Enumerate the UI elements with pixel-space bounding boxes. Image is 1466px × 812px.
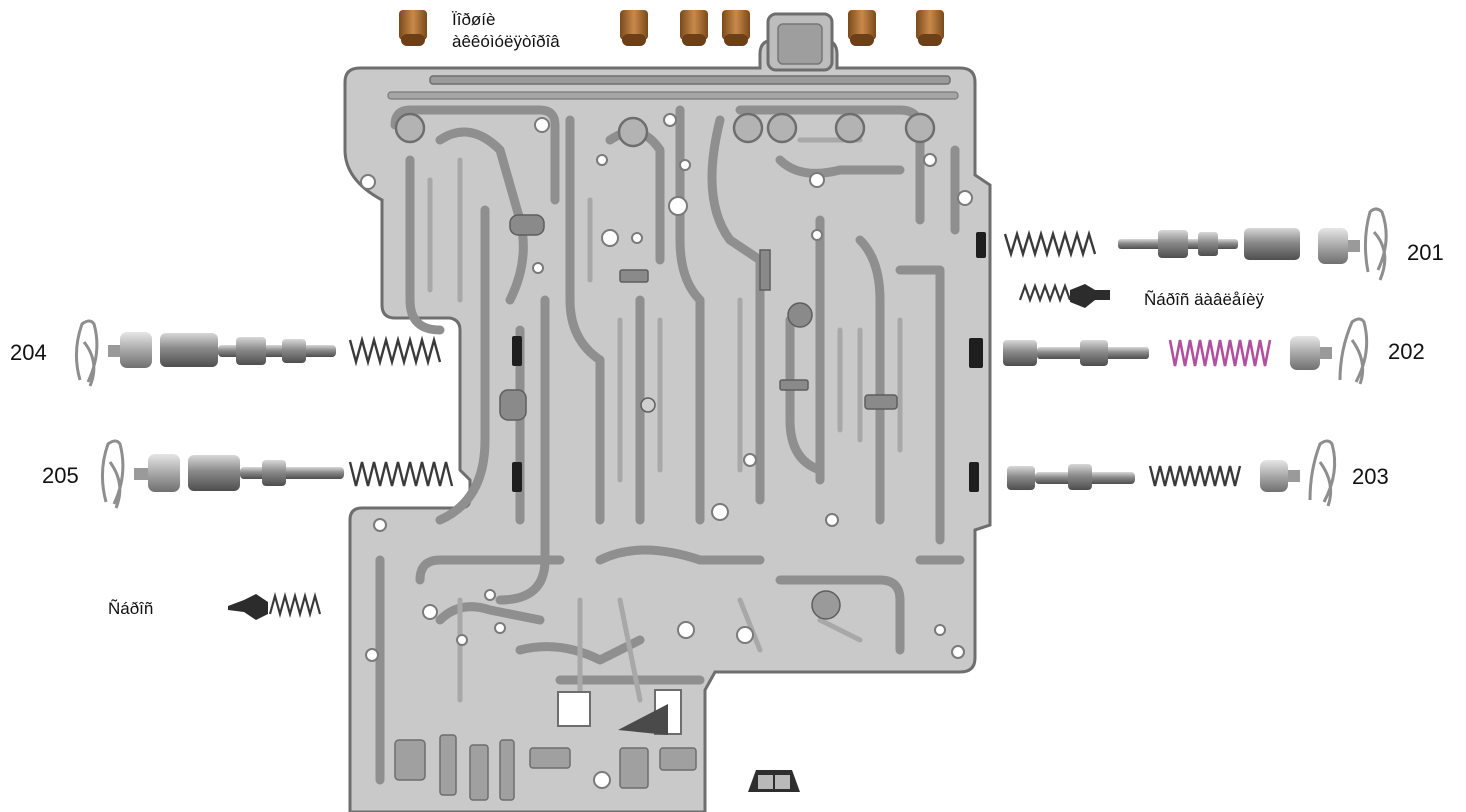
cap-201-stem (1348, 240, 1360, 252)
valve-bores (512, 232, 986, 492)
clip-205 (101, 439, 125, 509)
cap-205-stem (134, 468, 148, 480)
piston-1 (399, 10, 427, 46)
piston-5 (848, 10, 876, 46)
cap-204-stem (108, 345, 122, 357)
pistons-label: Ïîðøíè àêêóìóëÿòîðîâ (452, 9, 560, 53)
label-204: 204 (10, 340, 47, 365)
pistons-label-line2: àêêóìóëÿòîðîâ (452, 32, 560, 51)
clip-201 (1363, 207, 1388, 281)
top-socket-inner (777, 23, 823, 65)
bolt-holes (360, 113, 973, 789)
cap-203 (1260, 460, 1288, 492)
valve-202 (1003, 340, 1149, 366)
piston-6 (916, 10, 944, 46)
valve-203 (1007, 464, 1135, 490)
valve-assembly-204 (75, 319, 442, 387)
filter (748, 770, 800, 792)
label-205: 205 (42, 463, 79, 488)
relief-plunger-left (228, 594, 268, 620)
spring-203 (1148, 465, 1242, 487)
cap-205 (148, 454, 180, 492)
piston-3 (680, 10, 708, 46)
bottom-channels (394, 734, 697, 801)
piston-2 (620, 10, 648, 46)
label-relief: Ñáðîñ (108, 599, 154, 618)
clip-203 (1308, 439, 1337, 507)
accumulator-bores (394, 112, 936, 148)
valve-205 (188, 455, 344, 491)
piston-4 (722, 10, 750, 46)
label-203: 203 (1352, 464, 1389, 489)
valve-assembly-205 (101, 439, 454, 509)
clip-204 (75, 319, 99, 387)
spring-relief-right (1018, 282, 1072, 304)
cap-202-stem (1320, 347, 1332, 359)
accumulator-pistons (399, 10, 944, 46)
label-201: 201 (1407, 240, 1444, 265)
relief-plunger-right (1070, 284, 1110, 308)
label-relief-valve: Ñáðîñ äàâëåíèÿ (1144, 290, 1265, 309)
spring-201a (1003, 229, 1097, 259)
cap-201 (1318, 228, 1348, 264)
inner-features (499, 214, 898, 620)
bottom-cutout (557, 691, 591, 727)
top-rail (429, 75, 951, 85)
relief-valve-left (228, 591, 322, 620)
top-rail-2 (387, 91, 959, 100)
spring-204 (348, 335, 442, 367)
label-202: 202 (1388, 339, 1425, 364)
relief-valve-right (1018, 282, 1110, 308)
valve-assembly-202 (1003, 317, 1369, 385)
cap-203-stem (1288, 470, 1300, 482)
valve-assembly-201 (1003, 207, 1388, 281)
valve-201 (1118, 228, 1300, 260)
valve-204 (160, 333, 336, 367)
spring-relief-left (268, 591, 322, 619)
valve-assembly-203 (1007, 439, 1337, 507)
channels-thin (427, 137, 903, 703)
valve-plate (343, 12, 992, 812)
spring-205 (348, 461, 454, 487)
cap-202 (1290, 336, 1320, 370)
pistons-label-line1: Ïîðøíè (452, 10, 496, 29)
cap-204 (120, 332, 152, 368)
bottom-wedge (618, 704, 668, 735)
clip-202 (1338, 317, 1369, 385)
spring-202 (1168, 339, 1272, 367)
